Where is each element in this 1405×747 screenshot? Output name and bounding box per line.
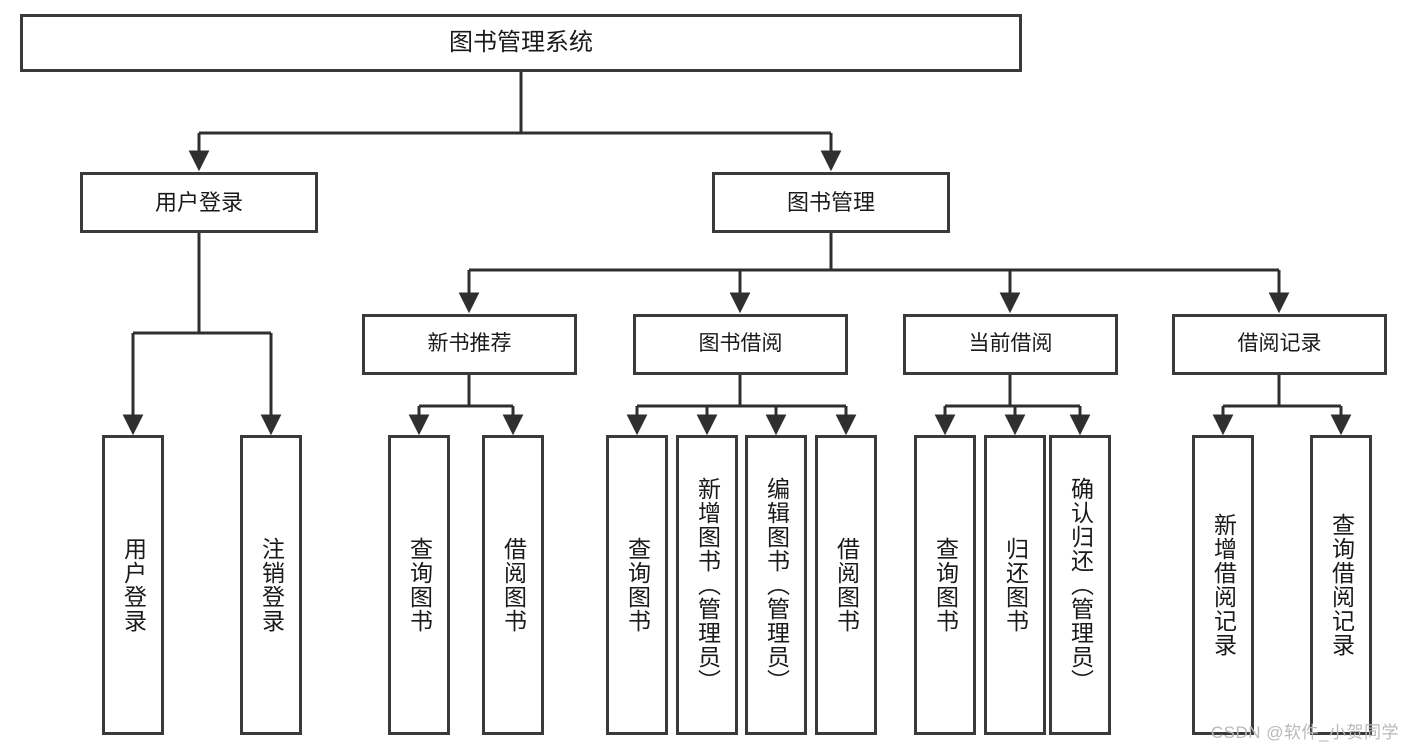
leaf-query-book-3[interactable]: 查询图书 [914,435,976,735]
leaf-add-record[interactable]: 新增借阅记录 [1192,435,1254,735]
leaf-query-book-1[interactable]: 查询图书 [388,435,450,735]
node-current-borrow[interactable]: 当前借阅 [903,314,1118,375]
node-root[interactable]: 图书管理系统 [20,14,1022,72]
leaf-query-record[interactable]: 查询借阅记录 [1310,435,1372,735]
leaf-borrow-book-1[interactable]: 借阅图书 [482,435,544,735]
node-label: 新增图书（管理员） [694,477,721,693]
node-label: 图书借阅 [698,332,783,356]
leaf-confirm-return[interactable]: 确认归还（管理员） [1049,435,1111,735]
node-label: 借阅记录 [1237,332,1322,356]
node-label: 查询图书 [932,537,959,633]
node-label: 借阅图书 [500,537,527,633]
leaf-edit-book[interactable]: 编辑图书（管理员） [745,435,807,735]
leaf-add-book[interactable]: 新增图书（管理员） [676,435,738,735]
leaf-user-logout[interactable]: 注销登录 [240,435,302,735]
node-label: 用户登录 [154,189,243,215]
node-label: 查询图书 [406,537,433,633]
node-label: 用户登录 [120,537,147,633]
node-label: 归还图书 [1002,537,1029,633]
node-borrow-record[interactable]: 借阅记录 [1172,314,1387,375]
node-label: 查询图书 [624,537,651,633]
node-user-login[interactable]: 用户登录 [80,172,318,233]
node-label: 图书管理系统 [449,29,593,57]
node-label: 新书推荐 [427,332,512,356]
node-label: 图书管理 [786,189,875,215]
leaf-borrow-book-2[interactable]: 借阅图书 [815,435,877,735]
leaf-return-book[interactable]: 归还图书 [984,435,1046,735]
node-label: 注销登录 [258,537,285,633]
node-label: 查询借阅记录 [1328,513,1355,657]
node-book-borrow[interactable]: 图书借阅 [633,314,848,375]
node-new-book-recommend[interactable]: 新书推荐 [362,314,577,375]
node-label: 新增借阅记录 [1210,513,1237,657]
node-label: 编辑图书（管理员） [763,477,790,693]
leaf-query-book-2[interactable]: 查询图书 [606,435,668,735]
node-label: 确认归还（管理员） [1067,477,1094,693]
leaf-user-login[interactable]: 用户登录 [102,435,164,735]
node-label: 当前借阅 [968,332,1053,356]
node-book-manage[interactable]: 图书管理 [712,172,950,233]
watermark-text: CSDN @软件_小贺同学 [1210,723,1399,742]
node-label: 借阅图书 [833,537,860,633]
